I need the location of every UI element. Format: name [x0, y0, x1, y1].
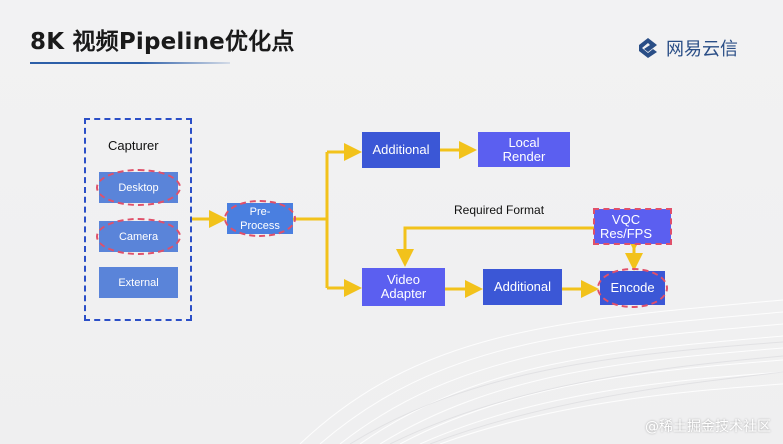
edge-label-required-format: Required Format [454, 203, 545, 217]
logo-text: 网易云信 [666, 39, 738, 60]
brand-logo: 网易云信 [636, 33, 738, 63]
node-additional-top: Additional [362, 132, 440, 168]
node-additional-bottom: Additional [483, 269, 562, 305]
node-vqc: VQC Res/FPS [593, 208, 672, 245]
arrow-preprocess-split [293, 152, 329, 288]
arrow-vqc-to-adapter [396, 226, 594, 267]
watermark: @稀土掘金技术社区 [645, 419, 771, 435]
page-title: 8K 视频Pipeline优化点 [30, 29, 295, 55]
node-preprocess: Pre- Process [224, 200, 296, 237]
capturer-item-external: External [99, 267, 178, 298]
netease-yunxin-logo-icon [639, 38, 657, 58]
node-encode: Encode [597, 268, 668, 308]
capturer-item-desktop: Desktop [96, 169, 181, 206]
capturer-label: Capturer [108, 138, 159, 153]
node-local-render: Local Render [478, 132, 570, 167]
node-video-adapter: Video Adapter [362, 268, 445, 306]
title-underline [30, 62, 230, 64]
capturer-group-frame [84, 118, 192, 321]
capturer-item-camera: Camera [96, 218, 181, 255]
